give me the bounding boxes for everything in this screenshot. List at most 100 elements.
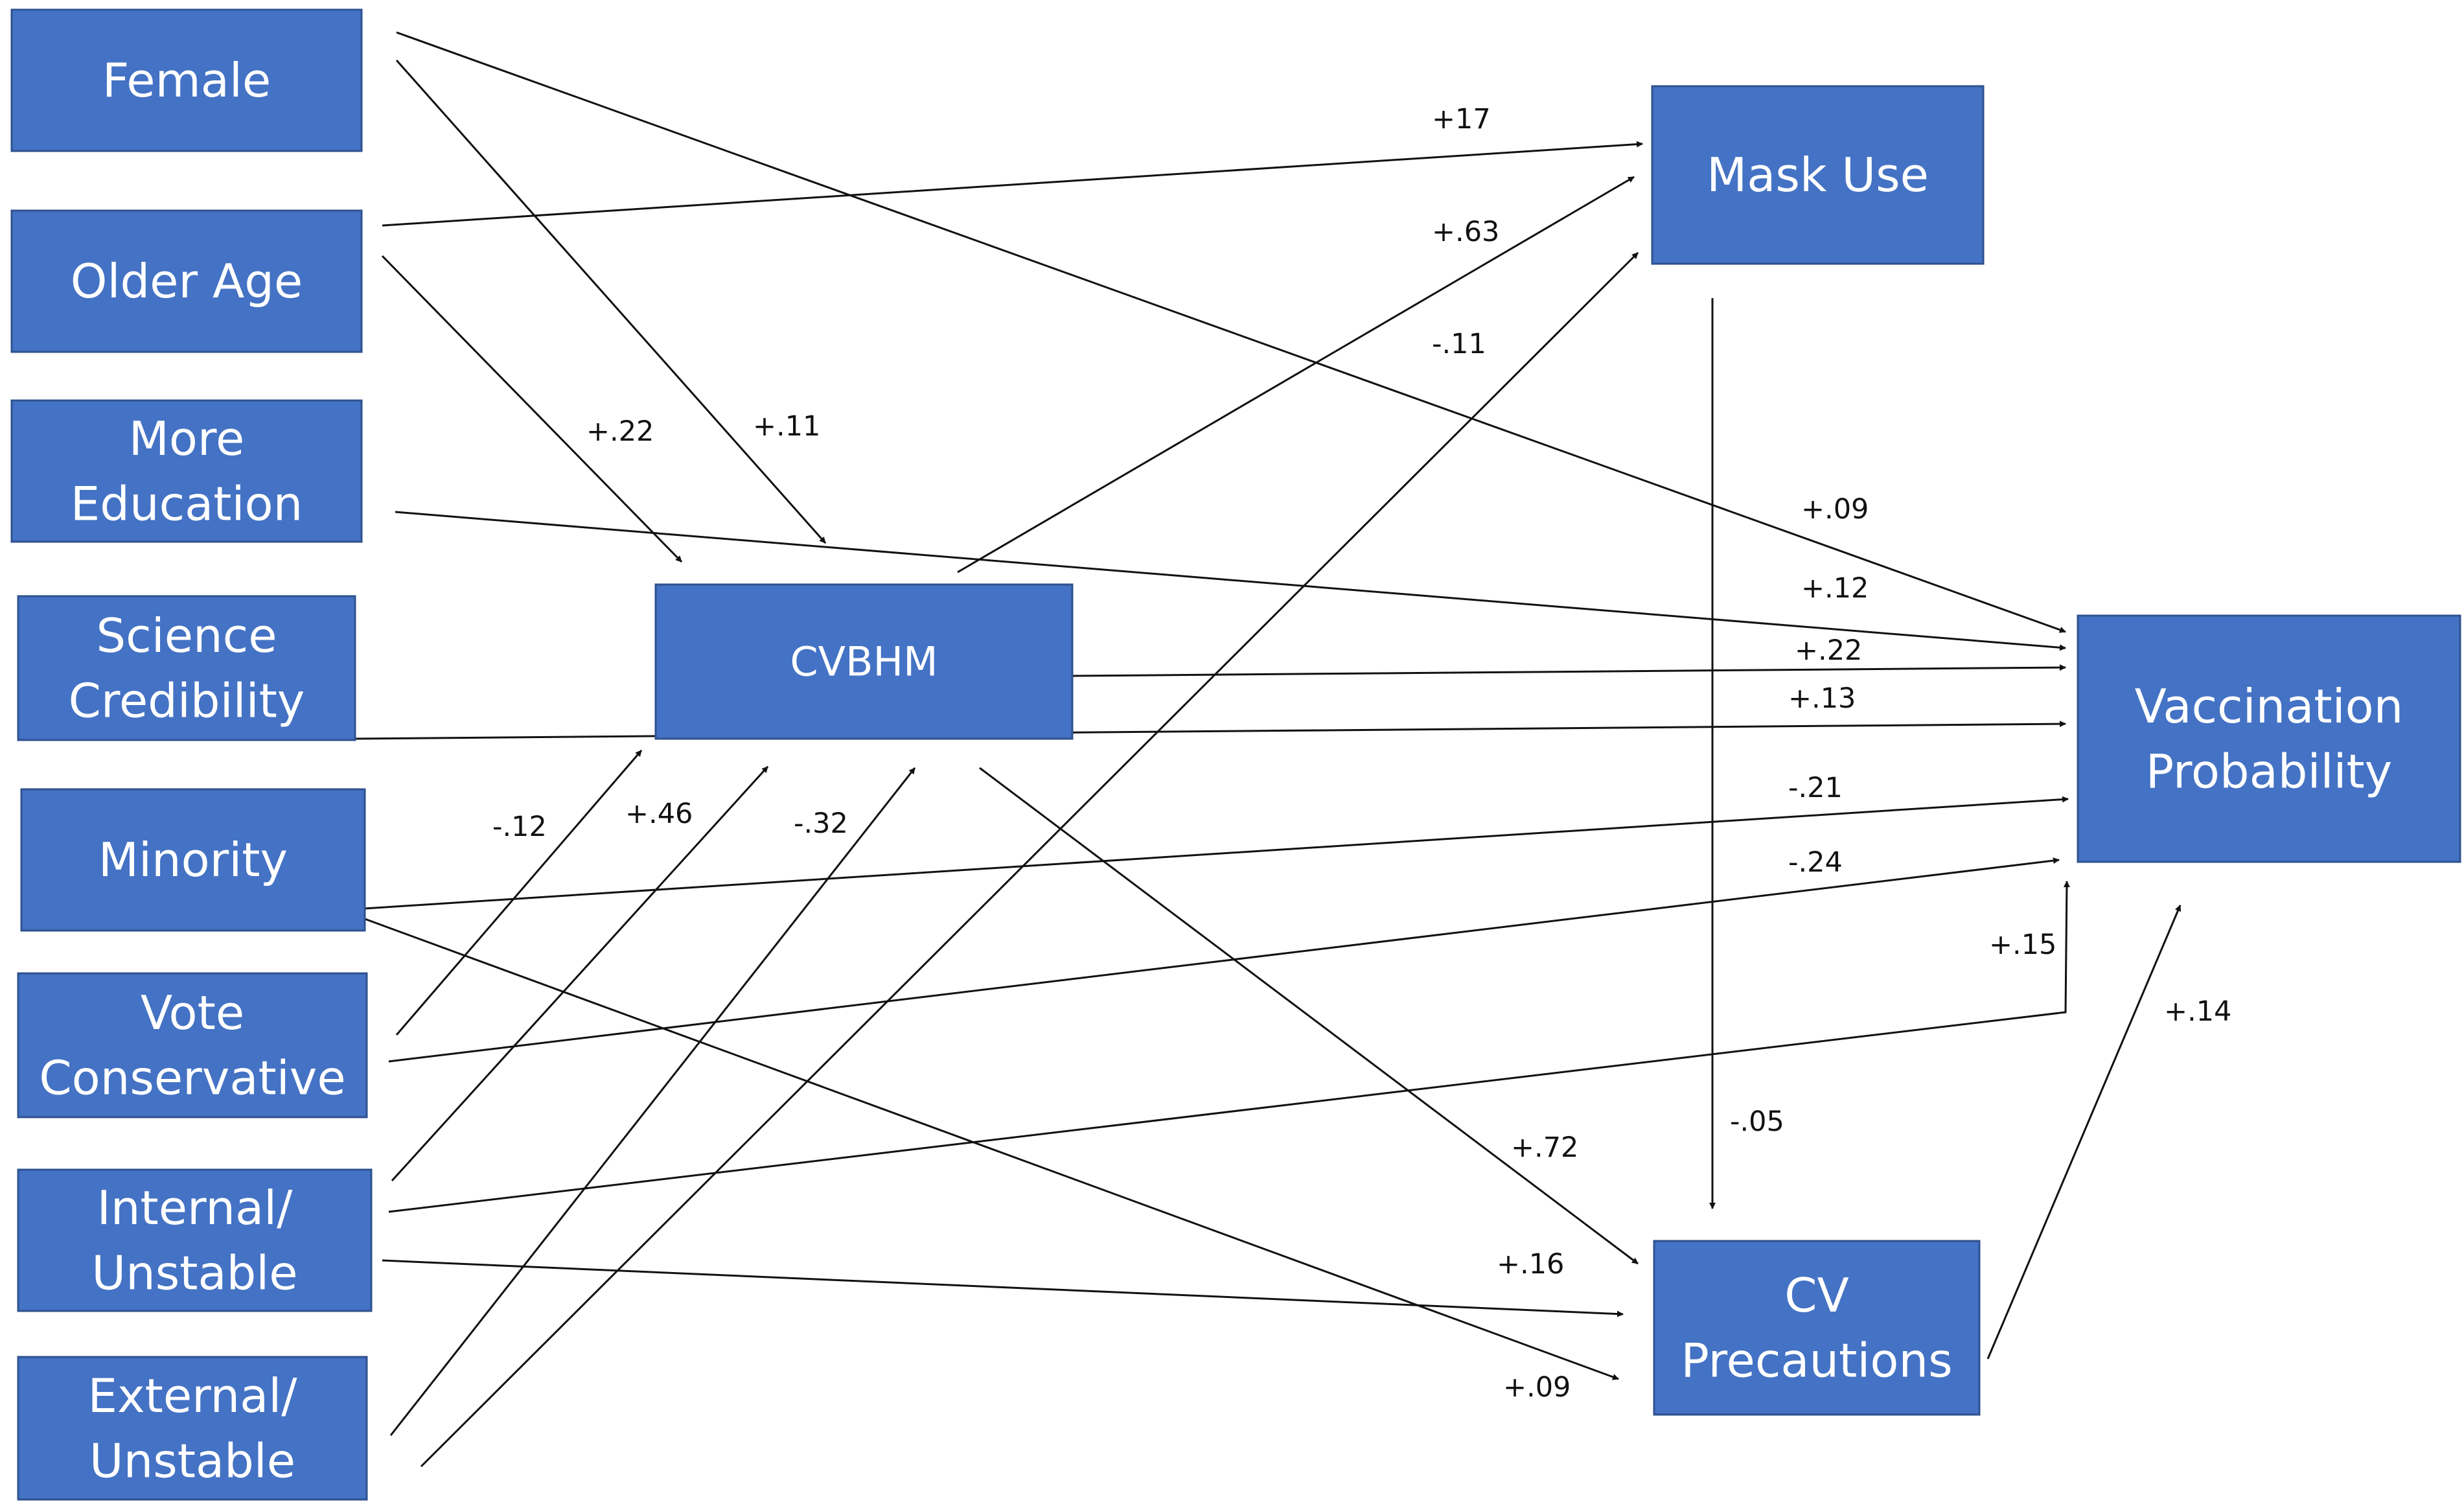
edge-arrow (1986, 905, 2182, 1360)
node-label-line: CV (1784, 1268, 1849, 1323)
edge-label: -.12 (492, 811, 547, 843)
node-label-line: More (129, 411, 245, 466)
edge-arrow (396, 31, 2066, 633)
edge-older-age-to-cvbhm (381, 255, 683, 563)
node-label-line: Unstable (91, 1246, 297, 1301)
edge-arrow (388, 857, 2060, 1063)
edge-arrow (395, 60, 827, 544)
edge-arrow (979, 767, 1639, 1265)
node-box (10, 399, 363, 543)
edge-arrow (364, 796, 2069, 910)
node-label-line: Conservative (39, 1051, 345, 1106)
edge-label: +.15 (1989, 929, 2056, 961)
node-box (20, 788, 366, 932)
edge-internal-unstable-to-cv-precautions (382, 1259, 1624, 1317)
edge-arrow (382, 1259, 1624, 1317)
edge-label: +.46 (625, 798, 693, 830)
edge-label: -.11 (1432, 328, 1486, 360)
edge-female-to-vaccination-probability (396, 31, 2066, 633)
node-label-line: Probability (2146, 745, 2393, 799)
node-label-line: Minority (98, 833, 288, 887)
edge-external-unstable-to-mask-use (420, 251, 1639, 1468)
node-label-line: Vaccination (2135, 679, 2404, 734)
edge-arrow (389, 767, 916, 1436)
edge-vote-conservative-to-cvbhm (395, 750, 643, 1036)
edge-cv-precautions-to-vaccination-probability (1986, 905, 2182, 1360)
edge-label: +.22 (1795, 634, 1862, 667)
node-box (1651, 85, 1985, 265)
node-label-line: Science (96, 608, 277, 663)
node-box (17, 595, 356, 741)
node-label-line: Female (102, 53, 271, 108)
edge-arrow (395, 750, 643, 1036)
edge-label: +.13 (1788, 682, 1856, 715)
node-cvbhm: CVBHM (654, 583, 1074, 740)
node-label-line: Unstable (89, 1434, 295, 1489)
edge-vote-conservative-to-vaccination-probability (388, 857, 2060, 1063)
node-label-line: Older Age (71, 254, 303, 308)
edge-label: -.05 (1730, 1106, 1784, 1138)
node-older-age: Older Age (10, 209, 363, 353)
edge-internal-unstable-to-vaccination-probability (388, 881, 2070, 1213)
node-label-line: Internal/ (97, 1181, 293, 1235)
edge-more-education-to-vaccination-probability (395, 511, 2066, 651)
node-label-line: Credibility (69, 674, 305, 728)
edge-label: +.22 (586, 415, 654, 448)
edge-arrow (381, 255, 683, 563)
node-label-line: Mask Use (1707, 148, 1929, 202)
edge-label: +.16 (1497, 1248, 1564, 1280)
edge-minority-to-vaccination-probability (364, 796, 2069, 910)
node-mask-use: Mask Use (1651, 85, 1985, 265)
edge-minority-to-cv-precautions (364, 918, 1619, 1380)
edge-arrow (391, 765, 769, 1182)
node-box (17, 1356, 368, 1501)
node-box (17, 1168, 373, 1312)
edge-arrow (354, 721, 2066, 740)
node-minority: Minority (20, 788, 366, 932)
edge-label: -.24 (1788, 846, 1843, 879)
edge-label: +.09 (1801, 493, 1869, 526)
node-box (2077, 614, 2461, 863)
node-box (10, 8, 363, 152)
edge-cvbhm-to-vaccination-probability (1072, 664, 2066, 677)
edges-layer (354, 31, 2182, 1468)
edge-label: +.72 (1511, 1131, 1578, 1164)
edge-arrow (382, 141, 1643, 227)
node-box (10, 209, 363, 353)
edge-label: +.14 (2164, 995, 2231, 1028)
node-internal-unstable: Internal/Unstable (17, 1168, 373, 1312)
edge-internal-unstable-to-cvbhm (391, 765, 769, 1182)
node-label-line: External/ (88, 1369, 298, 1423)
edge-older-age-to-mask-use (382, 141, 1643, 227)
edge-female-to-cvbhm (395, 60, 827, 544)
edge-label: +.63 (1432, 216, 1499, 248)
edge-label: -.32 (794, 807, 848, 840)
edge-cvbhm-to-cv-precautions (979, 767, 1639, 1265)
edge-label: +.09 (1503, 1371, 1571, 1404)
node-label-line: Education (71, 477, 303, 531)
edge-arrow (420, 251, 1639, 1468)
node-box (1653, 1240, 1981, 1416)
edge-label: +17 (1432, 103, 1491, 135)
node-external-unstable: External/Unstable (17, 1356, 368, 1501)
edge-arrow (395, 511, 2066, 651)
node-label-line: Precautions (1681, 1334, 1952, 1388)
edge-arrow (957, 176, 1635, 573)
edge-arrow (364, 918, 1619, 1380)
edge-label: +.11 (753, 410, 820, 443)
edge-labels-layer: +17+.63-.11+.22+.11+.09+.12+.22+.13-.21-… (492, 103, 2231, 1404)
edge-science-credibility-to-vaccination-probability (354, 721, 2066, 740)
node-box (17, 972, 368, 1118)
edge-cvbhm-to-mask-use (957, 176, 1635, 573)
node-female: Female (10, 8, 363, 152)
edge-external-unstable-to-cvbhm (389, 767, 916, 1436)
node-label-line: CVBHM (790, 638, 938, 686)
node-cv-precautions: CV Precautions (1653, 1240, 1981, 1416)
node-box (654, 583, 1074, 740)
edge-label: +.12 (1801, 572, 1869, 605)
